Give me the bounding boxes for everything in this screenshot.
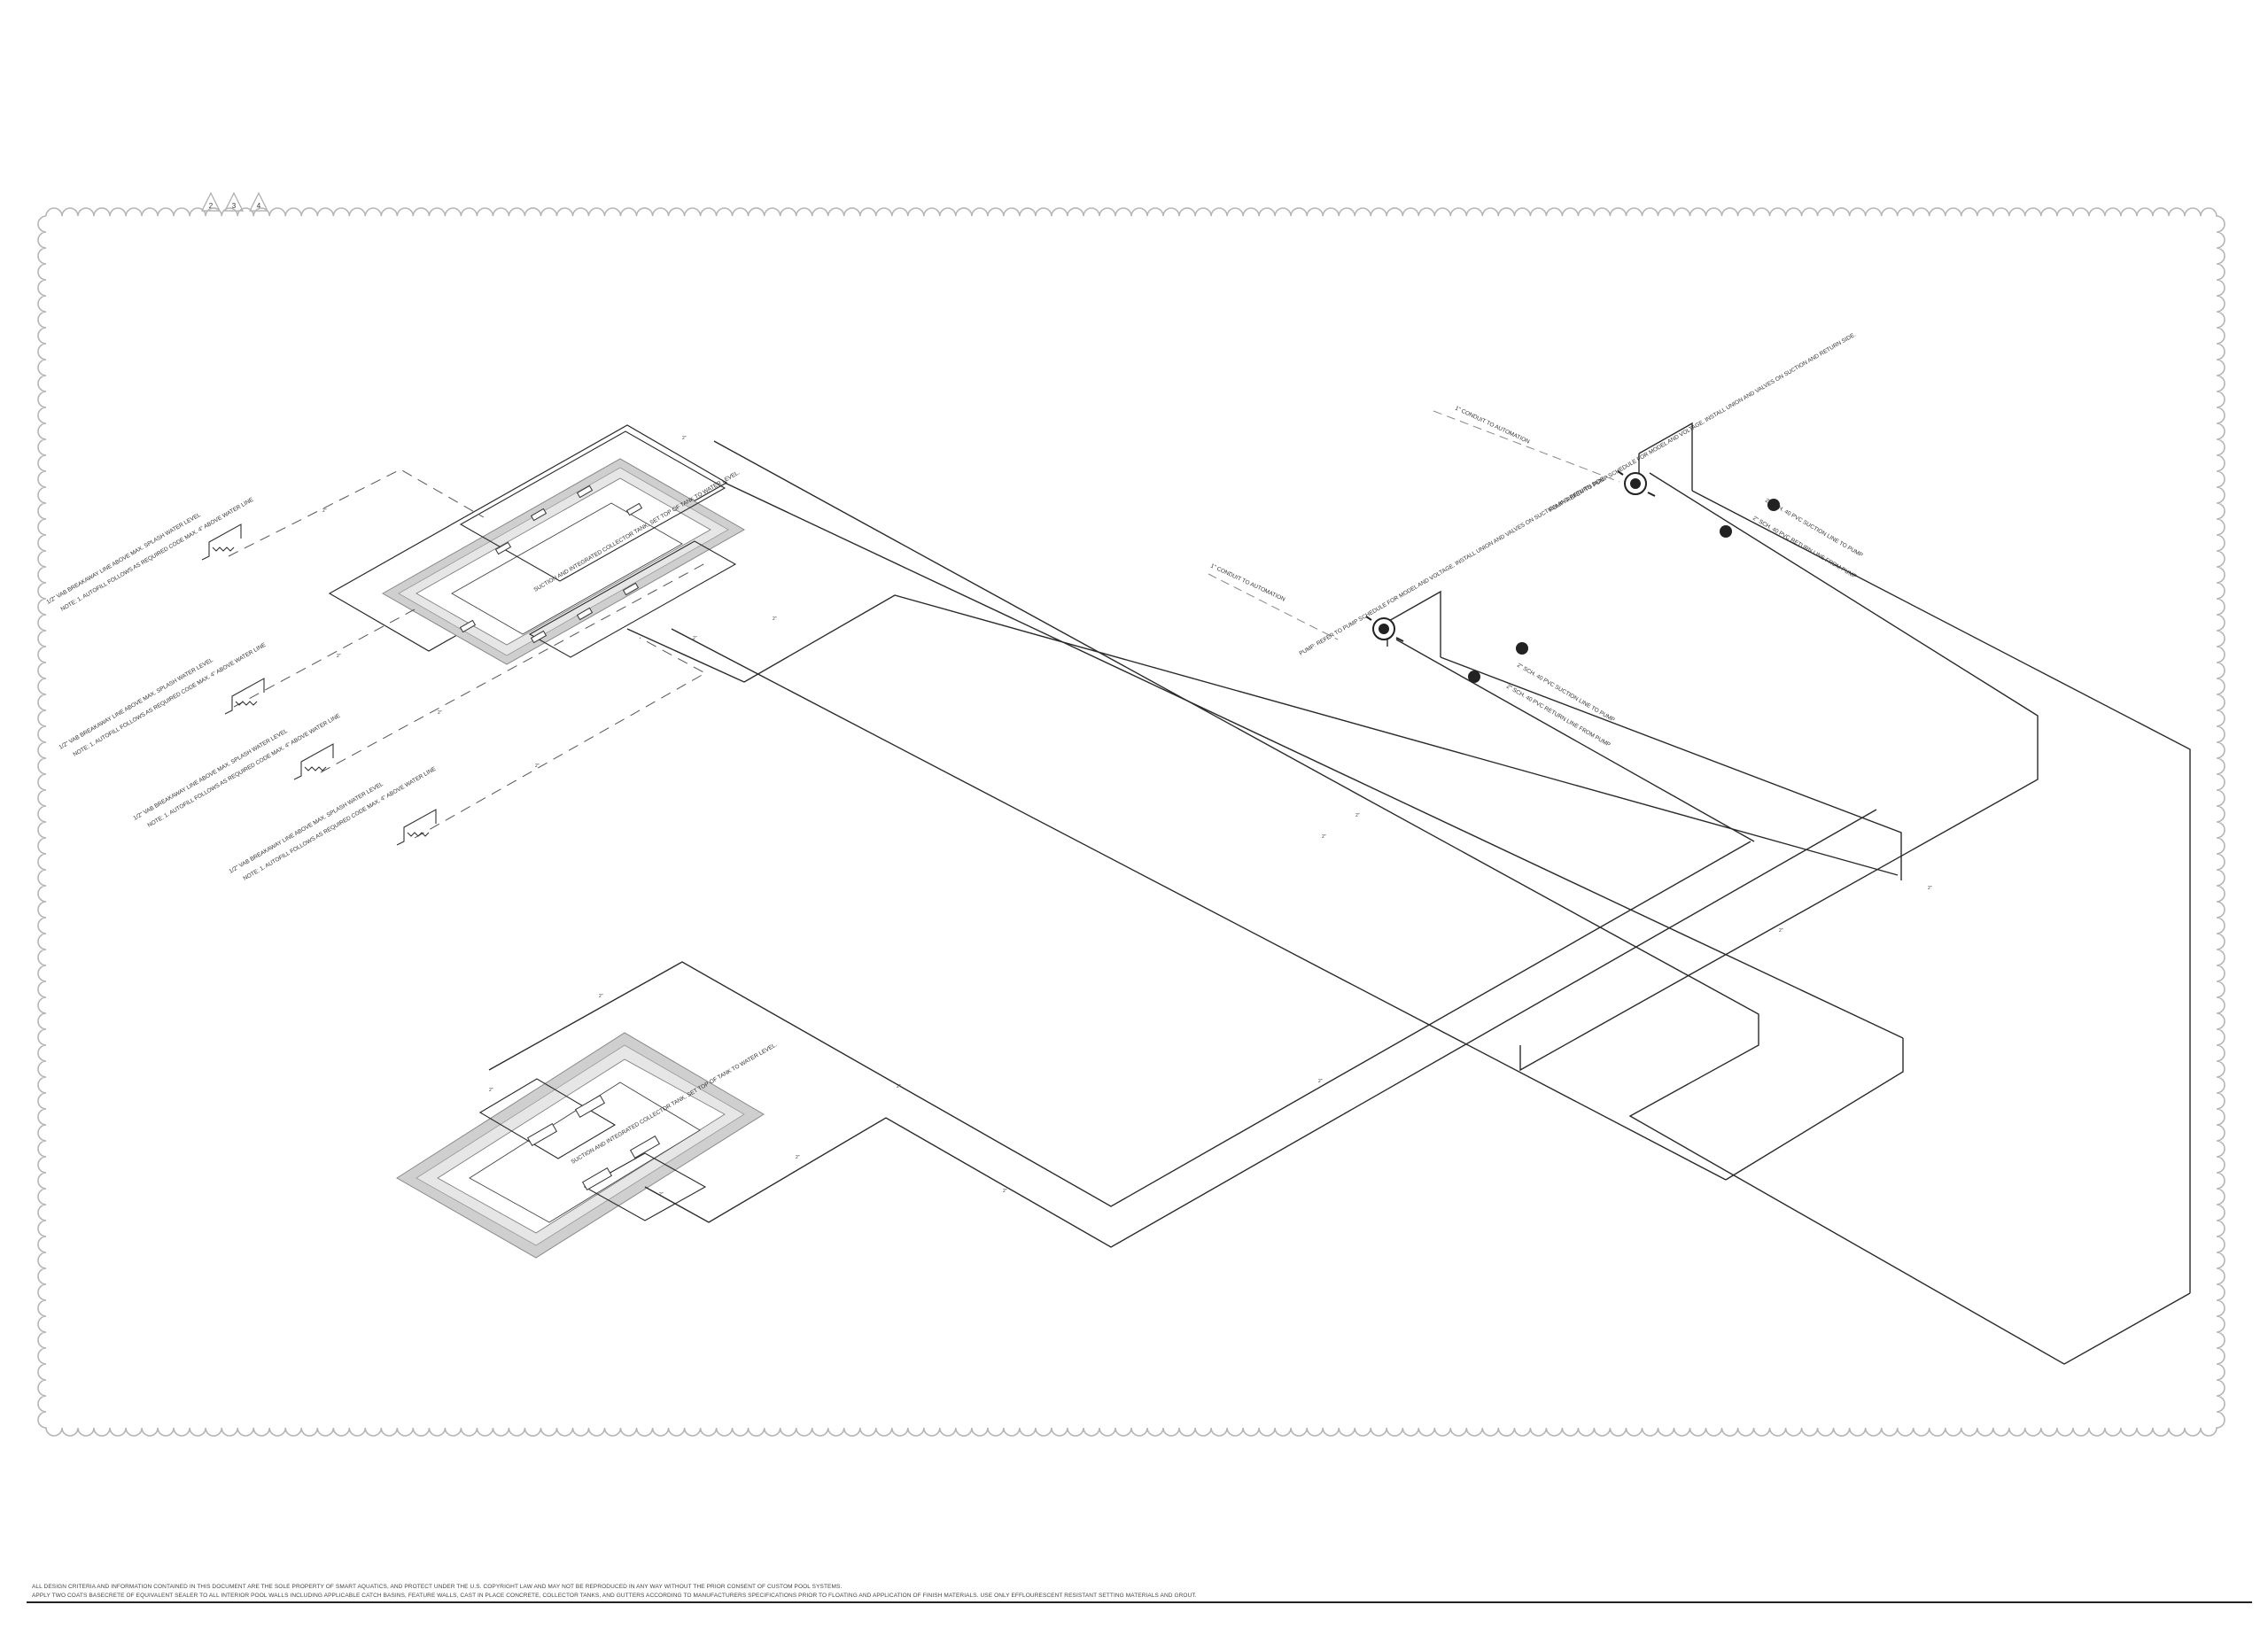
upper-collector-basin: SUCTION AND INTEGRATED COLLECTOR TANK. S…: [328, 424, 746, 665]
pipe-run-label: 2" SCH. 40 PVC SUCTION LINE TO PUMP: [1516, 663, 1616, 724]
float-valve: [224, 678, 265, 715]
revision-triangle: [201, 191, 221, 212]
sealer-note: APPLY TWO COATS BASECRETE OF EQUIVALENT …: [32, 1593, 1197, 1599]
pipe-run: [671, 628, 1727, 1181]
pump-icon-core: [1379, 624, 1389, 634]
valve-icon: [1767, 499, 1780, 511]
pipe-run: [644, 809, 1877, 1248]
autofill-note-2: NOTE: 1. AUTOFILL FOLLOWS AS REQUIRED CO…: [73, 641, 268, 757]
revision-markers: [201, 191, 268, 212]
pipe-size-tag: 2": [438, 710, 442, 716]
pipe-runs: [488, 422, 2191, 1365]
conduit-label: 1" CONDUIT TO AUTOMATION: [1454, 405, 1531, 445]
pipe-size-tag: 2": [535, 764, 540, 769]
autofill-note: 1/2" VAB BREAKAWAY LINE ABOVE MAX. SPLAS…: [133, 728, 290, 822]
revision-number: 2: [209, 202, 214, 210]
pipe-size-tag: 2": [1322, 834, 1326, 840]
pipe-run: [724, 482, 1904, 1039]
revision-triangle: [224, 191, 244, 212]
pipe-size-tag: 2": [1779, 928, 1783, 934]
general-notes: ALL DESIGN CRITERIA AND INFORMATION CONT…: [32, 1583, 2229, 1601]
autofill-leaders: [228, 469, 707, 839]
conduit-label: 1" CONDUIT TO AUTOMATION: [1209, 562, 1286, 602]
pipe-size-tag: 2": [659, 1192, 664, 1198]
pipe-size-tag: 2": [1928, 886, 1932, 891]
revision-number: 3: [232, 202, 237, 210]
pipe-run: [1440, 656, 1902, 880]
pipe-size-tag: 2": [1355, 813, 1360, 818]
autofill-note: 1/2" VAB BREAKAWAY LINE ABOVE MAX. SPLAS…: [58, 657, 215, 751]
copyright-note: ALL DESIGN CRITERIA AND INFORMATION CONT…: [32, 1584, 843, 1590]
pipe-size-tag: 2": [897, 1084, 901, 1089]
pipe-run: [1725, 1038, 1904, 1181]
pipe-size-tag: 2": [1003, 1189, 1007, 1194]
revision-number: 4: [257, 202, 261, 210]
lower-collector-basin: SUCTION AND INTEGRATED COLLECTOR TANK. S…: [396, 1032, 778, 1259]
autofill-note-2: NOTE: 1. AUTOFILL FOLLOWS AS REQUIRED CO…: [243, 765, 438, 881]
pipe-size-tag: 2": [1318, 1079, 1323, 1084]
pipe-run: [1386, 590, 1441, 657]
pipe-run: [713, 440, 2191, 1365]
pipe-run: [488, 841, 1751, 1207]
title-block-rule: [27, 1601, 2252, 1603]
autofill-note: 1/2" VAB BREAKAWAY LINE ABOVE MAX. SPLAS…: [46, 512, 203, 606]
pipe-run: [1638, 422, 1693, 491]
pipe-size-tag: 2": [337, 654, 341, 659]
pipe-size-tags: 2" 2" 2" 2" 2" 2" 2" 2" 2" 2" 2" 2" 2" 2…: [322, 436, 1932, 1198]
pump-note: PUMP: REFER TO PUMP SCHEDULE FOR MODEL A…: [1549, 331, 1858, 513]
float-valves: [201, 523, 437, 846]
pipe-size-tag: 2": [796, 1155, 800, 1160]
float-valve: [201, 523, 242, 561]
pipe-size-tag: 2": [682, 436, 687, 441]
valve-icon: [1516, 642, 1528, 655]
autofill-note-2: NOTE: 1. AUTOFILL FOLLOWS AS REQUIRED CO…: [60, 496, 255, 612]
autofill-note-2: NOTE: 1. AUTOFILL FOLLOWS AS REQUIRED CO…: [147, 712, 342, 828]
float-valve: [293, 743, 334, 780]
revision-triangle: [249, 191, 268, 212]
valve-icon: [1720, 525, 1732, 538]
pipe-run: [1519, 472, 2039, 1072]
pipe-size-tag: 2": [693, 636, 697, 641]
pipe-size-tag: 2": [489, 1088, 493, 1093]
revision-cloud: [37, 207, 2225, 1437]
pump-icon-core: [1630, 478, 1641, 489]
pipe-size-tag: 2": [773, 616, 777, 622]
pipe-run: [1691, 490, 2191, 1293]
pipe-size-tag: 2": [322, 508, 327, 514]
pipe-size-tag: 2": [599, 994, 603, 999]
pipe-run: [1395, 639, 1755, 842]
pipe-run: [626, 594, 1899, 876]
valve-icon: [1468, 671, 1480, 683]
conduit-lines: [1208, 410, 1620, 640]
float-valve: [396, 809, 437, 846]
autofill-note: 1/2" VAB BREAKAWAY LINE ABOVE MAX. SPLAS…: [229, 781, 385, 875]
